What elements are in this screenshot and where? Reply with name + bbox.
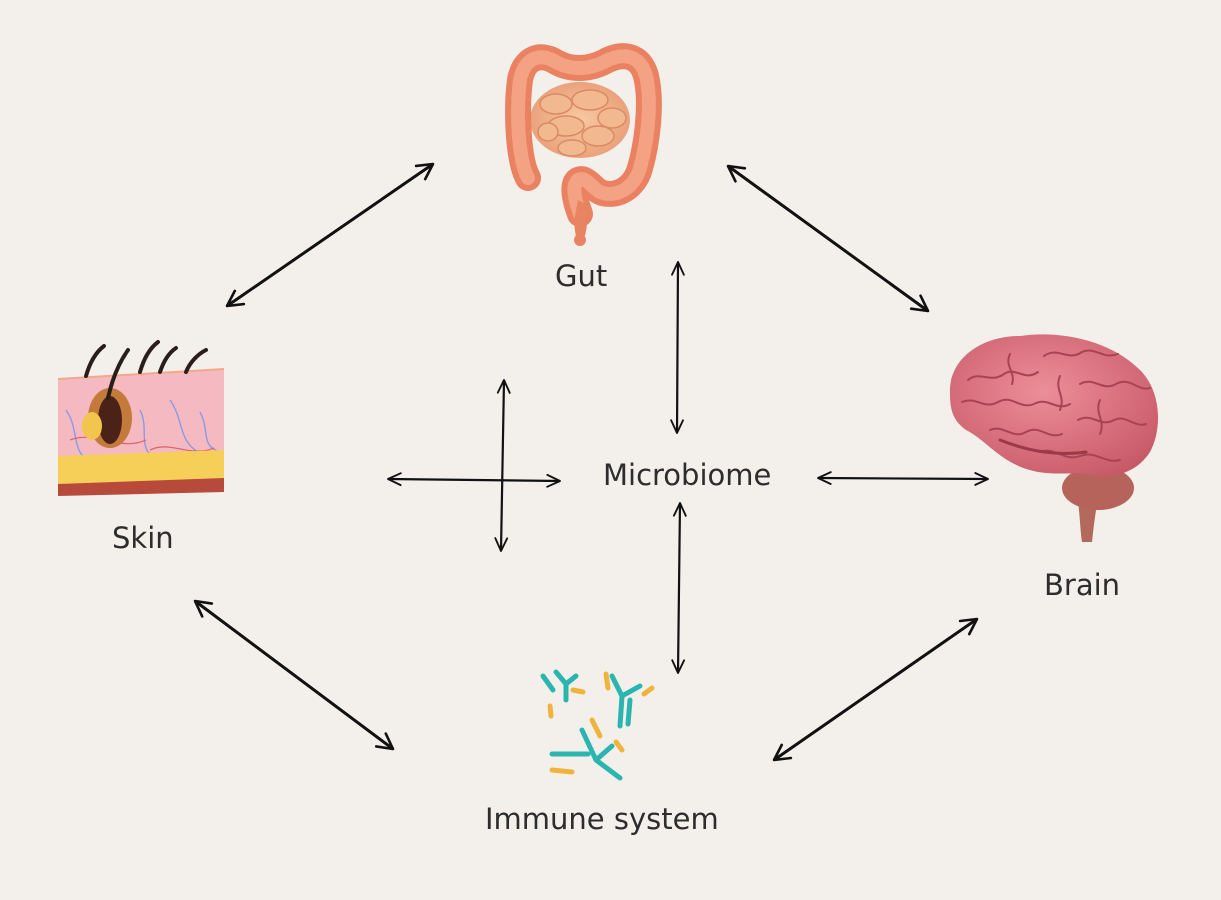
brain-label: Brain xyxy=(1044,568,1121,602)
arrow-microbiome-immune xyxy=(671,502,687,674)
arrow-gut-microbiome xyxy=(670,261,685,434)
arrow-microbiome-brain xyxy=(817,471,989,486)
arrow-skin-immune xyxy=(193,599,395,751)
arrow-gut-brain xyxy=(726,164,930,313)
arrow-skin-microbiome-horizontal xyxy=(387,472,561,488)
microbiome-label: Microbiome xyxy=(603,458,772,492)
arrow-skin-microbiome-vertical xyxy=(494,379,511,552)
arrow-gut-skin xyxy=(225,162,435,308)
arrow-immune-brain xyxy=(772,617,979,762)
skin-label: Skin xyxy=(112,521,174,555)
gut-label: Gut xyxy=(555,259,608,293)
immune-system-label: Immune system xyxy=(485,802,719,836)
